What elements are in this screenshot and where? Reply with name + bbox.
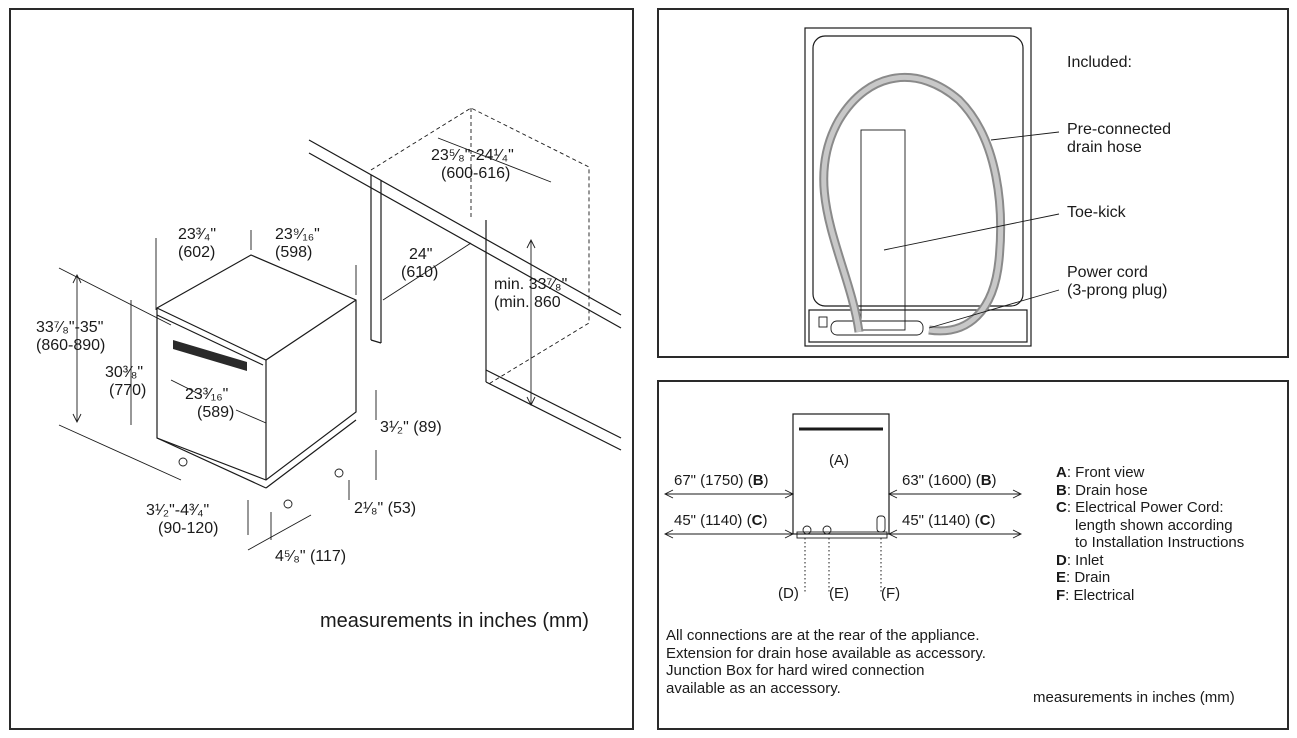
left-cord-clearance: 45" (1140) (C) (674, 512, 768, 529)
clearance-panel: (A) 67" (1750) (B) 45" (1140) (C) 63" (1… (657, 380, 1289, 730)
clearance-drawing (663, 413, 1023, 592)
depth-label: 23³⁄₁₆"(589) (185, 386, 235, 421)
legend-item-detail: to Installation Instructions (1075, 534, 1245, 551)
installation-dimensions-panel: 23³⁄₄"(602) 23⁹⁄₁₆"(598) 23⁵⁄₈"-24¹⁄₄"(6… (9, 8, 634, 730)
included-items-drawing (804, 27, 1060, 347)
legend-item: B: Drain hose (1056, 481, 1148, 499)
left-drain-clearance: 67" (1750) (B) (674, 472, 769, 489)
connection-legend: A: Front view B: Drain hose C: Electrica… (1056, 464, 1244, 604)
dishwasher-isometric-drawing (58, 107, 622, 551)
legend-item: F: Electrical (1056, 586, 1135, 604)
note-line: All connections are at the rear of the a… (666, 627, 980, 644)
width-right-label: 23⁹⁄₁₆"(598) (275, 226, 320, 261)
legend-item: C: Electrical Power Cord: (1056, 499, 1224, 516)
measurement-units-note: measurements in inches (mm) (320, 610, 589, 632)
toe-kick-callout: Toe-kick (1067, 204, 1126, 221)
total-height-label: 33⁷⁄₈"-35"(860-890) (36, 319, 106, 354)
legend-item-detail: length shown according (1075, 516, 1233, 534)
leg-depth-label: 4⁵⁄₈" (117) (275, 548, 347, 565)
body-height-label: 30³⁄₈"(770) (105, 364, 147, 399)
legend-item: A: Front view (1056, 464, 1145, 481)
front-view-label: (A) (829, 452, 849, 469)
right-cord-clearance: 45" (1140) (C) (902, 512, 996, 529)
note-line: Extension for drain hose available as ac… (666, 644, 986, 662)
foot-height-label: 2¹⁄₈" (53) (354, 500, 417, 517)
legend-item: E: Drain (1056, 569, 1111, 586)
leg-range-label: 3¹⁄₂"-4³⁄₄"(90-120) (146, 502, 219, 537)
connector-e-label: (E) (829, 585, 849, 602)
right-drain-clearance: 63" (1600) (B) (902, 472, 997, 489)
note-line: Junction Box for hard wired connection (666, 662, 925, 679)
width-left-label: 23³⁄₄"(602) (178, 226, 217, 261)
included-heading: Included: (1067, 54, 1132, 71)
cabinet-width-label: 23⁵⁄₈"-24¹⁄₄"(600-616) (431, 147, 514, 182)
legend-item: D: Inlet (1056, 551, 1104, 569)
note-line: available as an accessory. (666, 679, 841, 697)
connector-d-label: (D) (778, 585, 799, 602)
cabinet-depth-label: 24"(610) (401, 246, 439, 281)
measurement-units-note: measurements in inches (mm) (1033, 689, 1235, 706)
cabinet-height-label: min. 33⁷⁄₈"(min. 860 (494, 276, 568, 311)
power-cord-callout: Power cord(3-prong plug) (1067, 264, 1168, 299)
installation-notes: All connections are at the rear of the a… (666, 627, 986, 697)
kick-height-label: 3¹⁄₂" (89) (380, 419, 442, 436)
connector-f-label: (F) (881, 585, 901, 602)
